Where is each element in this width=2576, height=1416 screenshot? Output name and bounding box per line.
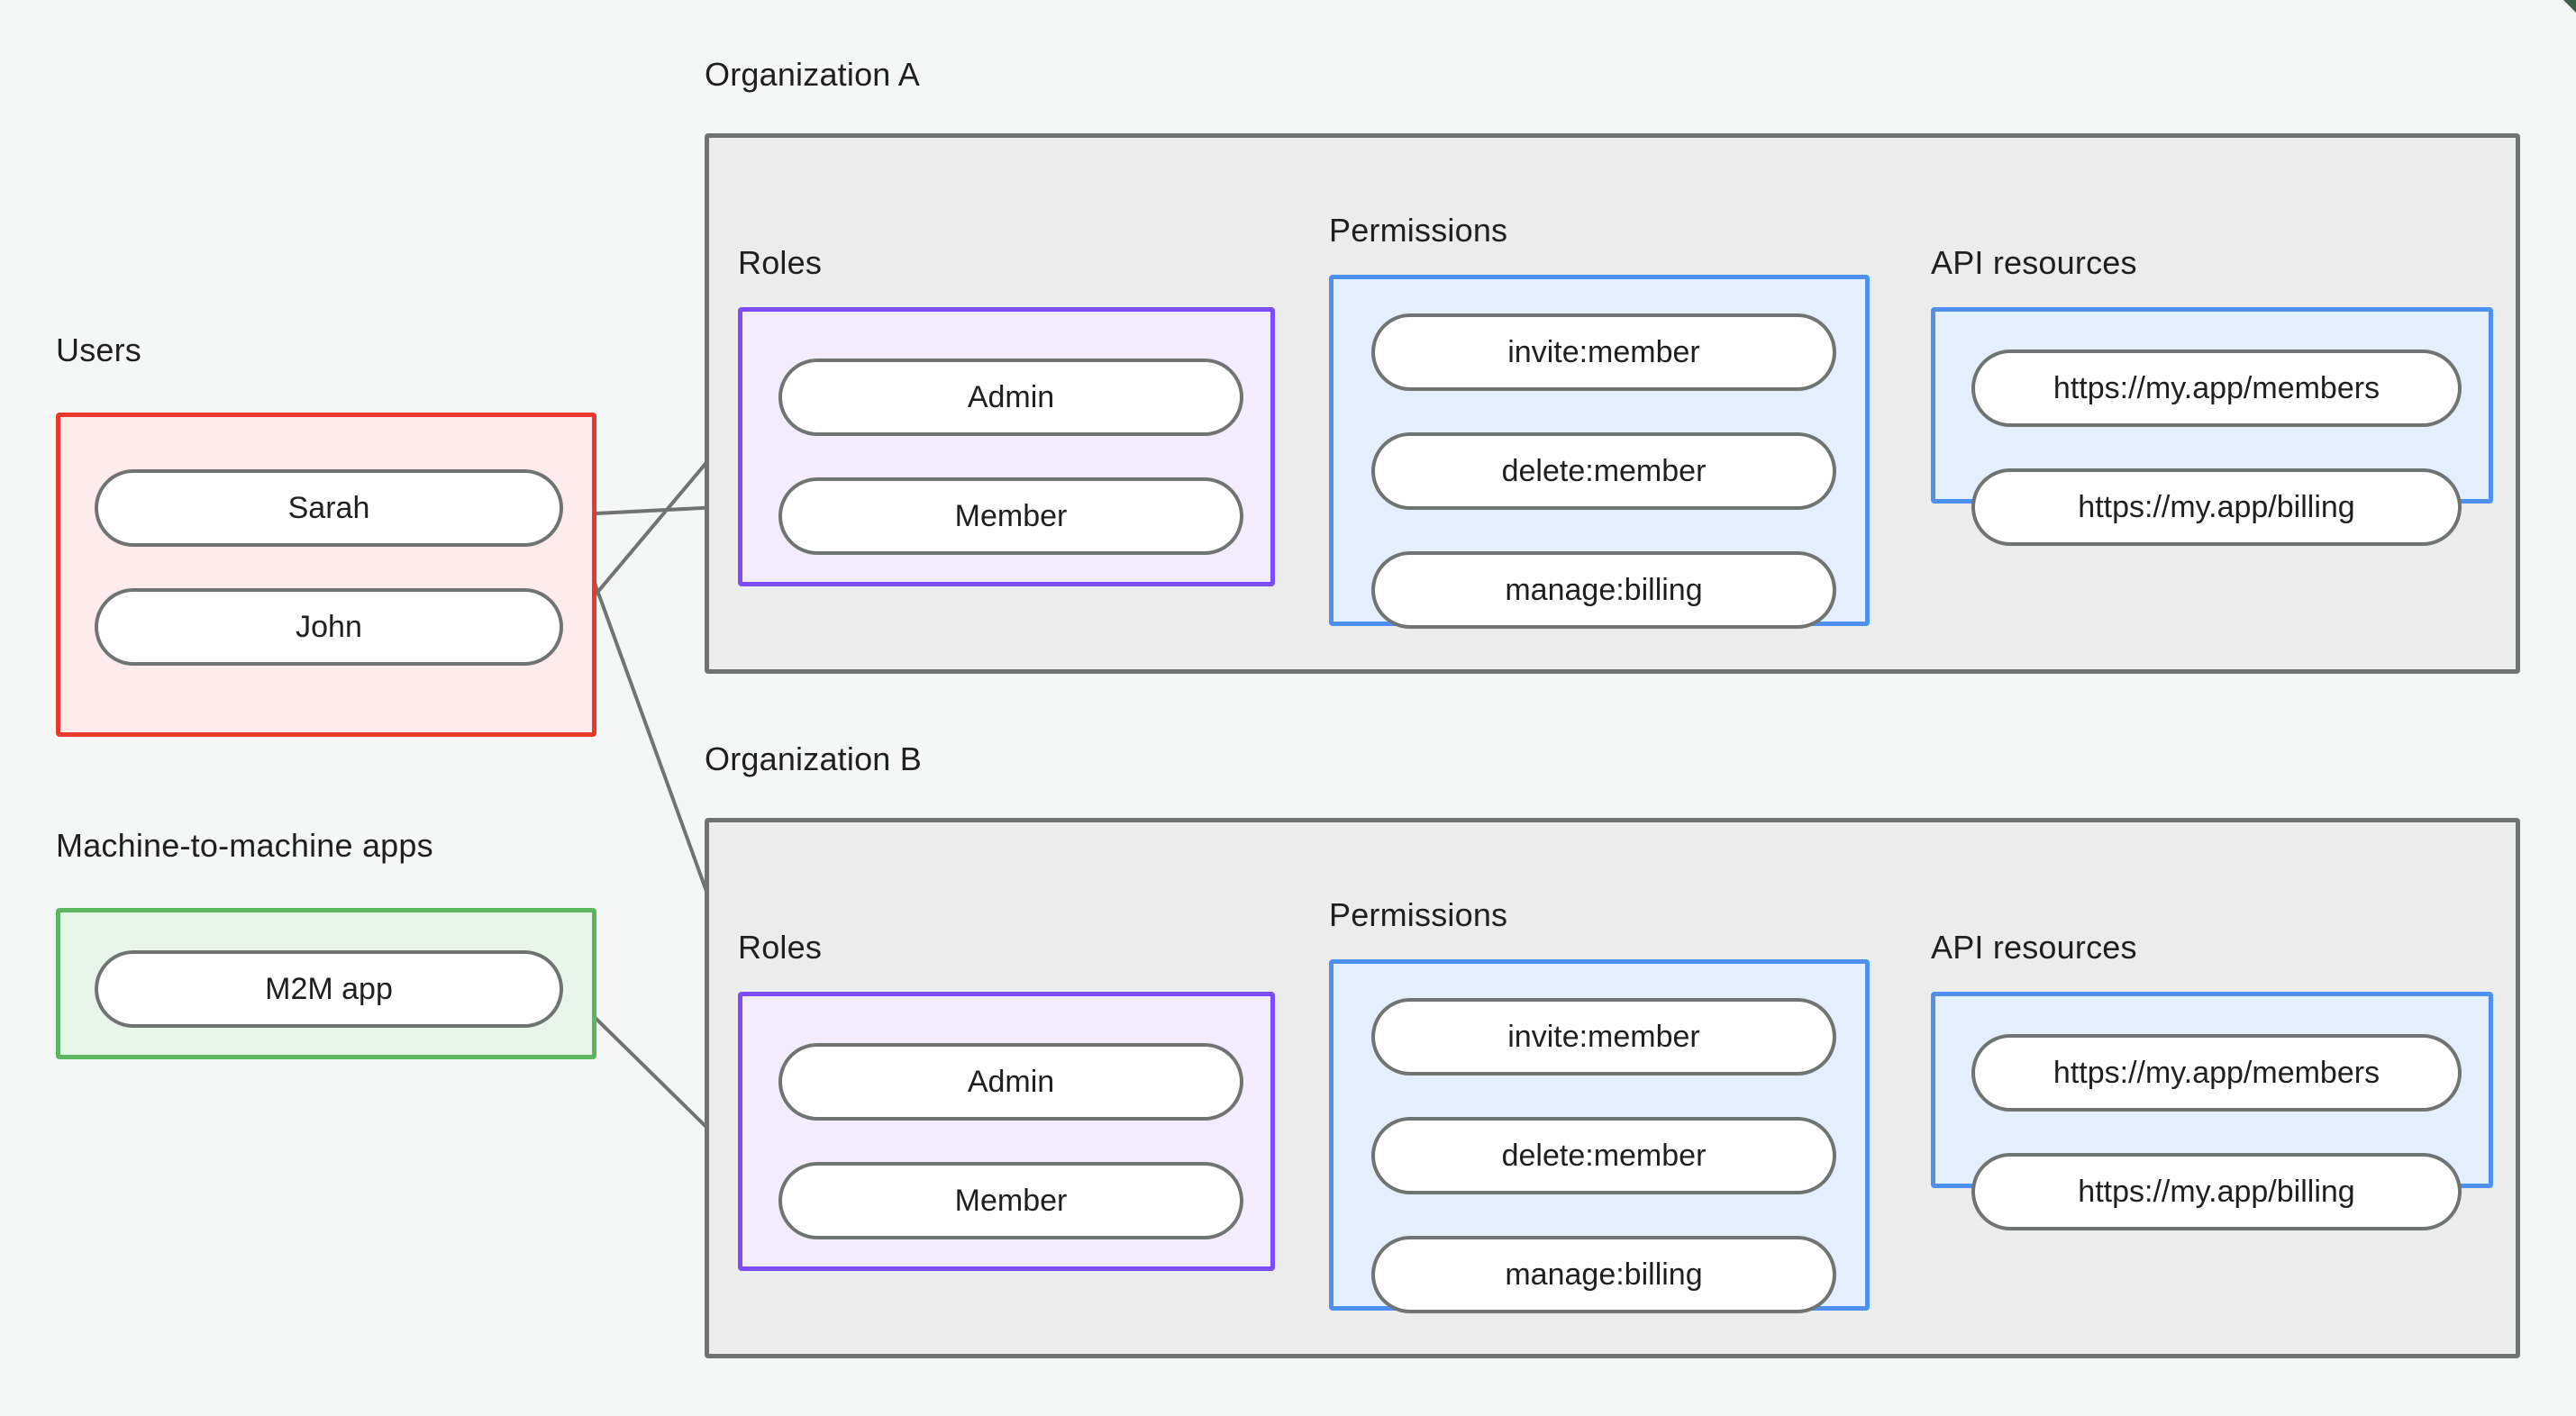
org-a-permission-pill-manage-billing[interactable]: manage:billing: [1371, 551, 1836, 629]
org-a-roles-container: Admin Member: [738, 307, 1275, 586]
org-b-roles-container: Admin Member: [738, 992, 1275, 1271]
user-pill-sarah[interactable]: Sarah: [95, 469, 563, 547]
org-b-container: Roles Admin Member Permissions invite:me…: [705, 818, 2520, 1358]
org-b-permissions-container: invite:member delete:member manage:billi…: [1329, 959, 1870, 1313]
org-a-permissions-container: invite:member delete:member manage:billi…: [1329, 275, 1870, 629]
org-a-permission-pill-delete-member[interactable]: delete:member: [1371, 432, 1836, 510]
org-b-api-pill-members[interactable]: https://my.app/members: [1971, 1034, 2462, 1112]
org-b-api-container: https://my.app/members https://my.app/bi…: [1931, 992, 2493, 1230]
users-group-label: Users: [56, 331, 142, 368]
org-b-role-pill-admin[interactable]: Admin: [778, 1043, 1243, 1121]
org-b-roles-label: Roles: [738, 929, 823, 966]
corner-artifact: [2563, 0, 2576, 13]
org-b-permission-pill-manage-billing[interactable]: manage:billing: [1371, 1236, 1836, 1313]
users-container: Sarah John: [56, 413, 596, 737]
org-a-api-label: API resources: [1931, 244, 2137, 281]
org-a-api-pill-members[interactable]: https://my.app/members: [1971, 349, 2462, 427]
org-b-permission-pill-delete-member[interactable]: delete:member: [1371, 1117, 1836, 1194]
org-a-api-pill-billing[interactable]: https://my.app/billing: [1971, 468, 2462, 546]
user-pill-john[interactable]: John: [95, 588, 563, 666]
org-a-roles-label: Roles: [738, 244, 823, 281]
org-b-permissions-label: Permissions: [1329, 896, 1508, 933]
org-a-api-container: https://my.app/members https://my.app/bi…: [1931, 307, 2493, 546]
org-a-permissions-label: Permissions: [1329, 212, 1508, 249]
m2m-pill-app[interactable]: M2M app: [95, 950, 563, 1028]
org-a-label: Organization A: [705, 56, 920, 93]
m2m-container: M2M app: [56, 908, 596, 1059]
org-b-api-label: API resources: [1931, 929, 2137, 966]
org-a-container: Roles Admin Member Permissions invite:me…: [705, 133, 2520, 674]
m2m-group-label: Machine-to-machine apps: [56, 827, 433, 864]
org-b-role-pill-member[interactable]: Member: [778, 1162, 1243, 1239]
org-b-api-pill-billing[interactable]: https://my.app/billing: [1971, 1153, 2462, 1230]
org-a-role-pill-member[interactable]: Member: [778, 477, 1243, 555]
org-b-label: Organization B: [705, 740, 922, 777]
org-a-role-pill-admin[interactable]: Admin: [778, 359, 1243, 436]
org-a-permission-pill-invite-member[interactable]: invite:member: [1371, 313, 1836, 391]
org-b-permission-pill-invite-member[interactable]: invite:member: [1371, 998, 1836, 1076]
